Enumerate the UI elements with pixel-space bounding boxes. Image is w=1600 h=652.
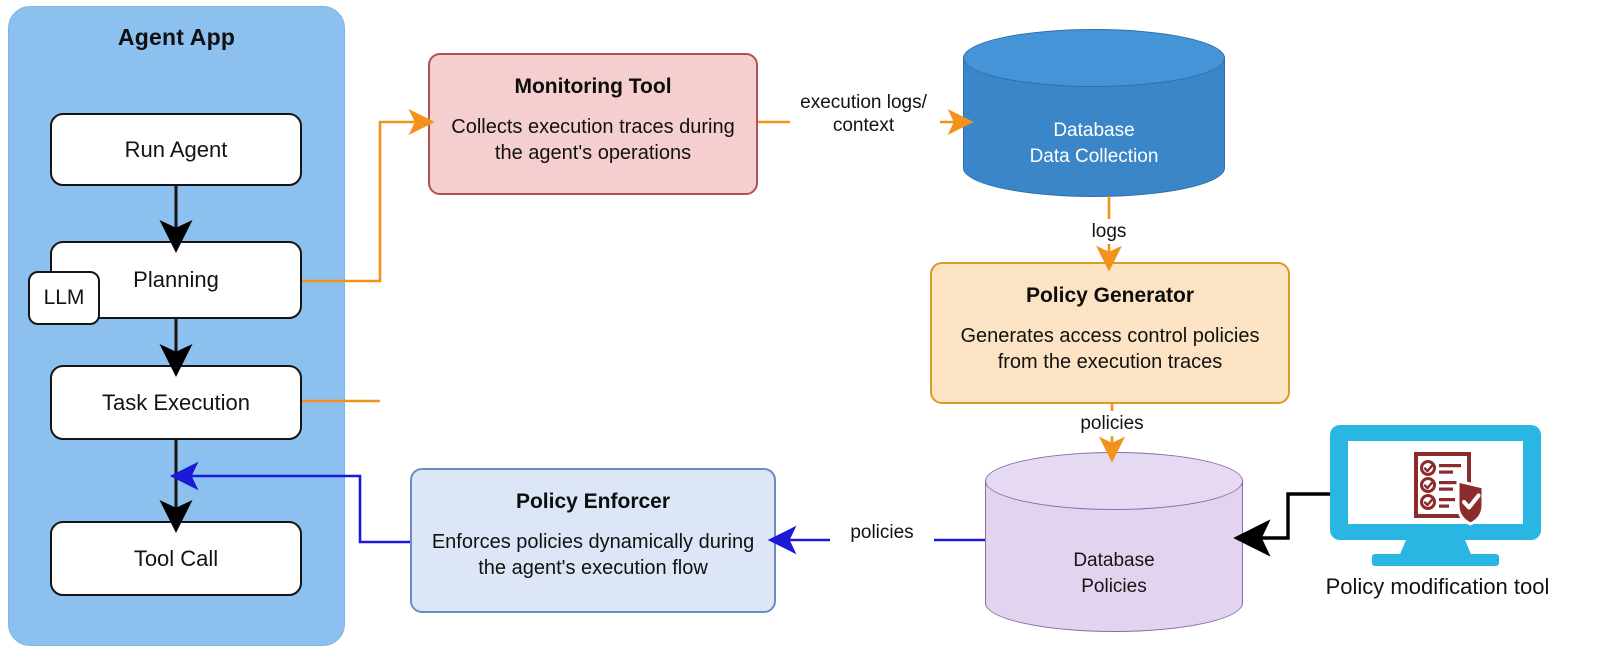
db-collection-line1: Database [1053,120,1135,141]
edge-label-logs: logs [1057,221,1161,244]
edge-modification-tool-to-db-policies [1233,492,1330,557]
monitor-icon [1330,425,1541,566]
policy-enforcer-title: Policy Enforcer [515,490,671,513]
policy-generator-title: Policy Generator [1025,284,1195,307]
monitoring-tool-description: Collects execution traces during the age… [451,116,735,164]
database-policies[interactable]: Database Policies [985,452,1243,632]
policy-generator-description: Generates access control policies from t… [960,325,1260,373]
db-policies-line1: Database [1073,550,1155,571]
edge-label-execution-logs: execution logs/ context [776,92,951,138]
database-data-collection-label: Database Data Collection [963,118,1225,169]
cylinder-top [963,29,1225,87]
policy-enforcer-description: Enforces policies dynamically during the… [431,531,755,579]
edge-label-policies-to-enforcer: policies [832,522,932,545]
edge-label-policies-to-db: policies [1060,413,1164,436]
edge-label-execution-logs-line1: execution logs/ [800,92,927,113]
db-policies-line2: Policies [1081,575,1147,597]
policy-modification-tool-caption: Policy modification tool [1325,574,1550,599]
llm-box[interactable]: LLM [28,271,100,325]
step-task-execution[interactable]: Task Execution [50,365,302,440]
db-collection-line2: Data Collection [1029,145,1159,167]
step-run-agent[interactable]: Run Agent [50,113,302,186]
policy-modification-tool-monitor[interactable] [1328,423,1543,568]
step-tool-call[interactable]: Tool Call [50,521,302,596]
agent-app-title: Agent App [117,24,236,50]
edge-label-execution-logs-line2: context [832,114,895,136]
monitoring-tool-title: Monitoring Tool [514,75,672,98]
database-data-collection[interactable]: Database Data Collection [963,29,1225,197]
database-policies-label: Database Policies [985,548,1243,599]
monitoring-tool-card[interactable]: Monitoring Tool Collects execution trace… [428,53,758,195]
checklist-shield-icon [1414,452,1485,526]
cylinder-top [985,452,1243,510]
policy-enforcer-card[interactable]: Policy Enforcer Enforces policies dynami… [410,468,776,613]
policy-generator-card[interactable]: Policy Generator Generates access contro… [930,262,1290,404]
